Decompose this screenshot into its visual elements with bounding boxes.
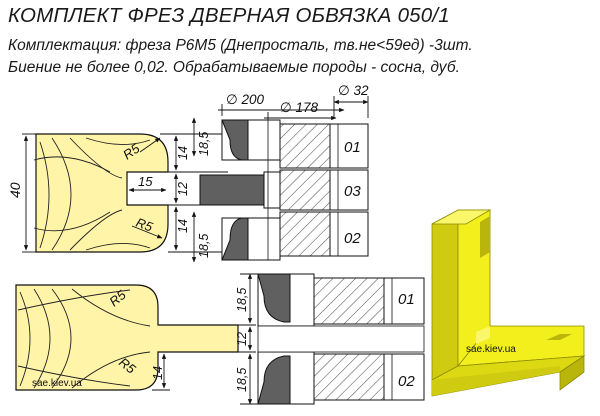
- watermark-block: sae.kiev.ua: [466, 344, 516, 355]
- dim-diameter-178: ∅ 178: [280, 100, 319, 115]
- cutter-upper-01: 01: [344, 139, 361, 156]
- upper-workpiece-profile: [33, 133, 169, 253]
- dim-upper-v5: 18,5: [197, 234, 211, 258]
- spec-description: Биение не более 0,02. Обрабатываемые пор…: [8, 59, 460, 76]
- upper-cutter-stack: [199, 119, 369, 261]
- upper-dimension-lines: [22, 117, 228, 263]
- dim-upper-v2: 14: [176, 146, 190, 160]
- dim-diameter-32: ∅ 32: [338, 83, 369, 98]
- dim-lower-v2: 12: [235, 332, 249, 346]
- dim-lower-v4: 18,5: [235, 368, 249, 392]
- dim-width-15: 15: [138, 174, 153, 189]
- dim-height-40: 40: [7, 182, 23, 198]
- kit-description: Комплектация: фреза P6M5 (Днепросталь, т…: [8, 37, 473, 54]
- corner-joint-3d-model: [431, 209, 586, 397]
- dim-upper-v3: 12: [176, 182, 190, 196]
- cutter-lower-02: 02: [398, 373, 415, 390]
- dim-lower-v1: 18,5: [235, 288, 249, 312]
- watermark-lower-left: sae.kiev.ua: [32, 378, 82, 389]
- cutter-upper-02: 02: [344, 230, 361, 247]
- page-title: КОМПЛЕКТ ФРЕЗ ДВЕРНАЯ ОБВЯЗКА 050/1: [8, 4, 450, 27]
- lower-cutter-stack: [257, 273, 425, 405]
- lower-dimension-lines: [152, 273, 262, 405]
- dim-diameter-200: ∅ 200: [226, 92, 265, 107]
- cutter-upper-03: 03: [344, 183, 361, 200]
- dim-upper-v1: 18,5: [197, 132, 211, 156]
- dim-upper-v4: 14: [176, 219, 190, 233]
- cutter-lower-01: 01: [398, 291, 415, 308]
- dim-lower-v3: 14: [151, 366, 165, 380]
- dim-radius-bottom: R5: [134, 215, 155, 235]
